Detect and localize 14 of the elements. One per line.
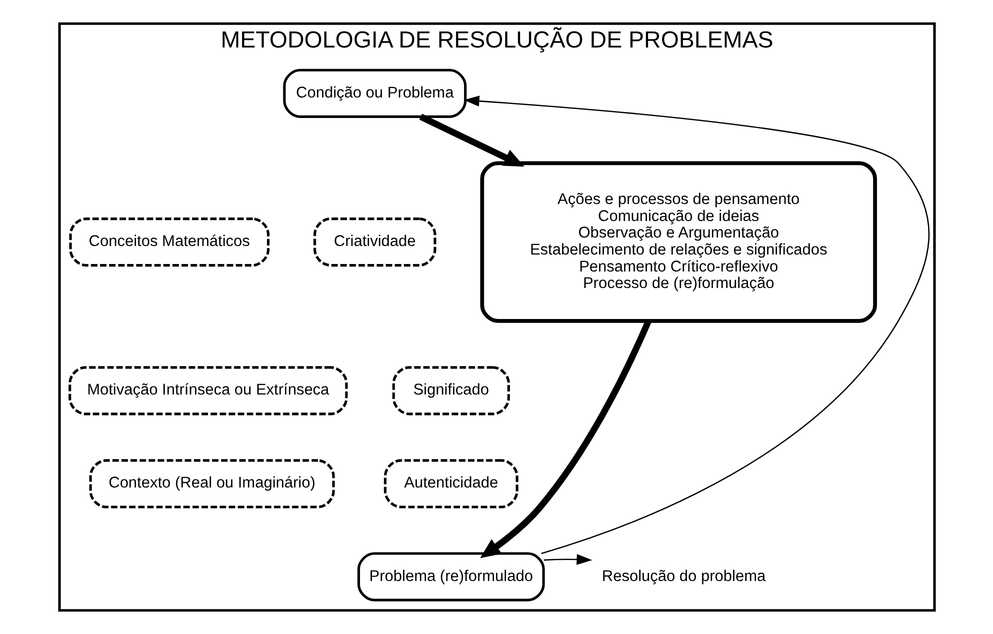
arrow xyxy=(480,320,651,558)
node-box: Ações e processos de pensamento Comunicação de ideias Observação e Argumentação Estabelecimento de relações e significados Pensamento Crítico-reflexivo Processo de (re)formulação xyxy=(480,161,876,323)
node-text: Resolução do problema xyxy=(601,568,766,585)
arrow xyxy=(543,554,592,565)
node-box: Motivação Intrínseca ou Extrínseca xyxy=(68,366,348,416)
node-box: Criatividade xyxy=(312,217,436,267)
node-box: Autenticidade xyxy=(383,459,518,508)
node-box: Condição ou Problema xyxy=(282,68,466,118)
node-box: Problema (re)formulado xyxy=(356,552,544,602)
arrow xyxy=(463,96,929,554)
arrow xyxy=(418,114,524,167)
node-box: Conceitos Matemáticos xyxy=(68,217,270,267)
node-box: Contexto (Real ou Imaginário) xyxy=(88,459,334,508)
node-box: Significado xyxy=(392,366,510,416)
